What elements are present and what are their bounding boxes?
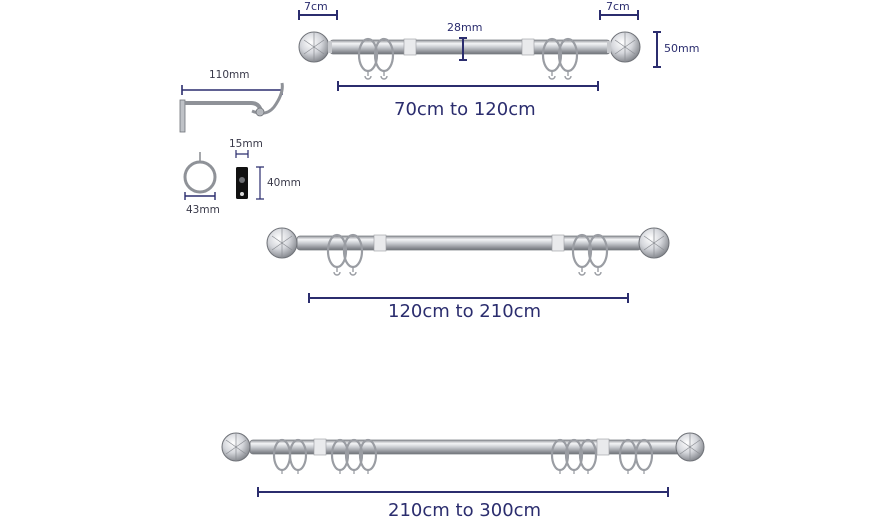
rod-3 (221, 432, 705, 474)
glider-height: 40mm (267, 177, 301, 189)
rod-2-length: 120cm to 210cm (388, 301, 542, 322)
rod-1-diameter: 28mm (447, 21, 483, 34)
rod-2-dimension (308, 293, 629, 303)
rod-1-height: 50mm (664, 42, 700, 55)
bracket-projection: 110mm (209, 69, 250, 81)
rod-3-dimension (257, 487, 669, 497)
rod-1-length: 70cm to 120cm (394, 99, 536, 120)
rod-1 (298, 31, 641, 80)
rod-1-dimensions (298, 10, 661, 91)
rod-1-finial-width-right: 7cm (606, 0, 630, 13)
rod-3-length: 210cm to 300cm (388, 500, 542, 521)
glider-illustration (235, 150, 264, 200)
bracket-illustration (179, 82, 284, 133)
rod-2 (266, 227, 670, 276)
rod-1-finial-width-left: 7cm (304, 0, 328, 13)
ring-diameter: 43mm (186, 204, 220, 216)
glider-width: 15mm (229, 138, 263, 150)
ring-illustration (183, 152, 217, 200)
